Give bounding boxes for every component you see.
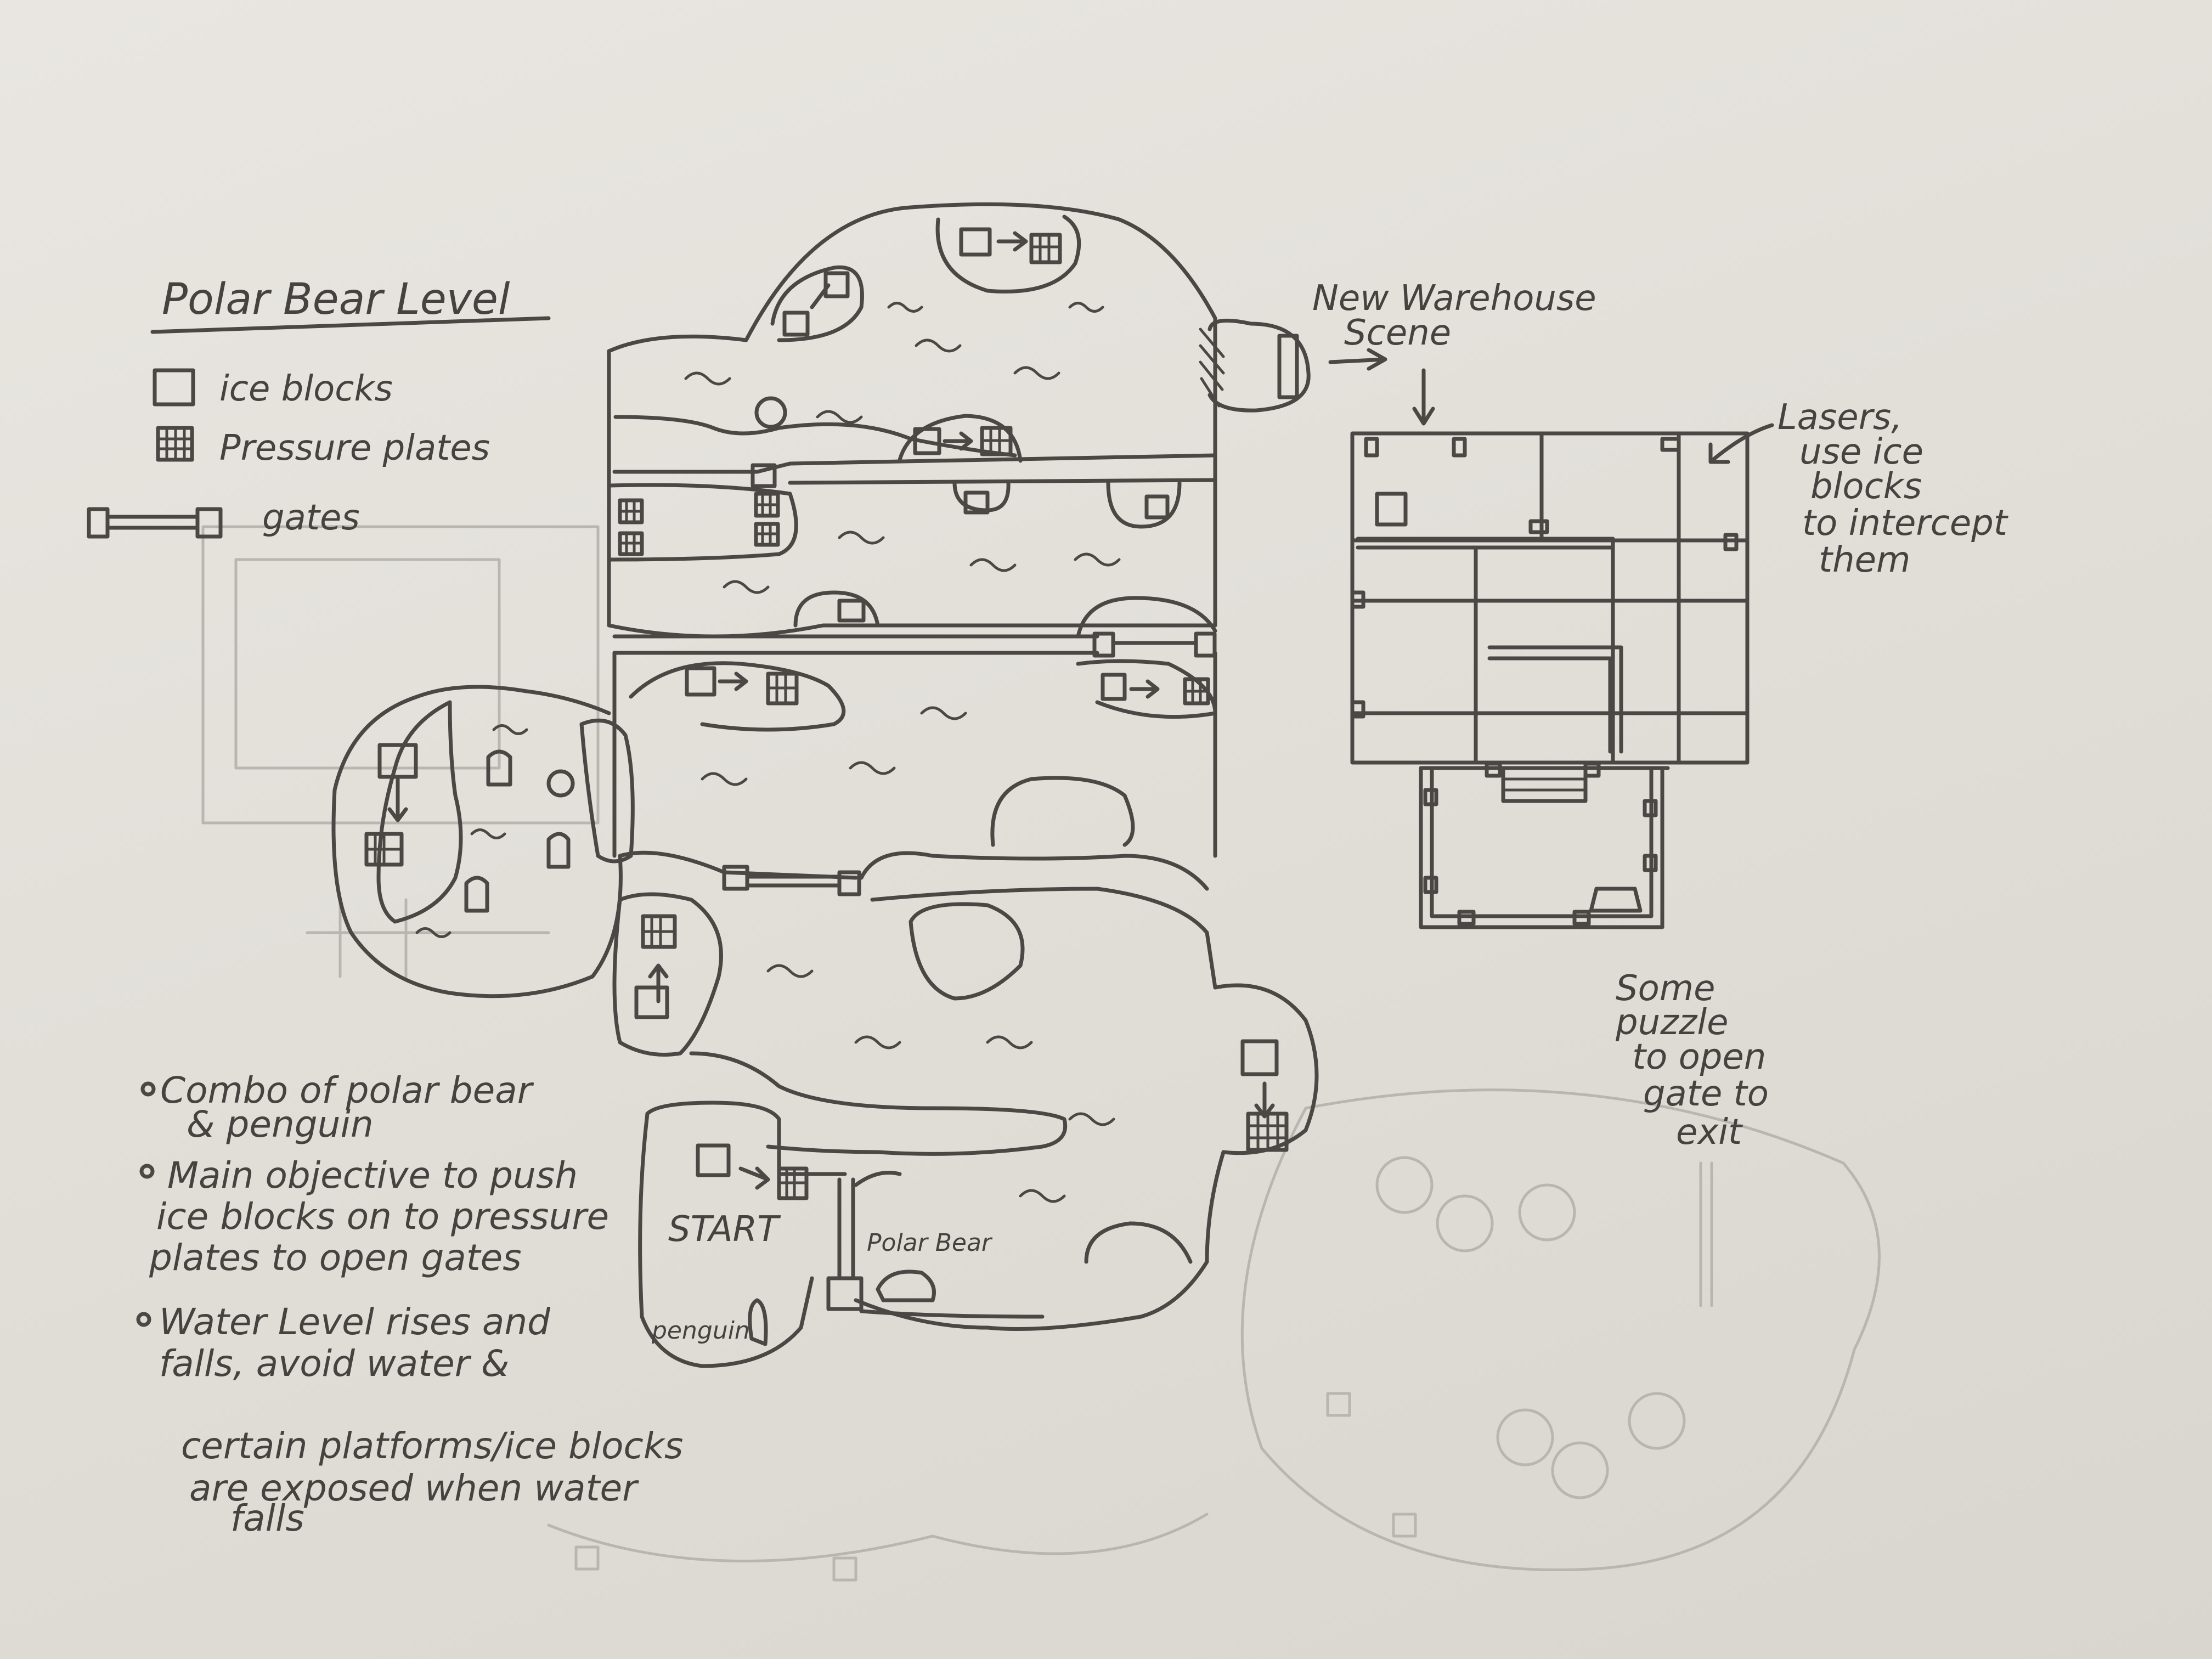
svg-text:to open: to open bbox=[1632, 1037, 1766, 1077]
start-label: START bbox=[668, 1209, 781, 1250]
svg-text:certain platforms/ice blocks: certain platforms/ice blocks bbox=[181, 1425, 683, 1467]
svg-text:Lasers,: Lasers, bbox=[1778, 397, 1903, 438]
svg-text:gate to: gate to bbox=[1643, 1074, 1769, 1114]
design-notes: Combo of polar bear & penguin Main objec… bbox=[136, 1069, 683, 1539]
pressure-plate-icon bbox=[156, 426, 194, 462]
svg-text:falls, avoid water &: falls, avoid water & bbox=[159, 1342, 509, 1385]
svg-text:Polar Bear Level: Polar Bear Level bbox=[162, 275, 510, 324]
legend-gates: gates bbox=[262, 498, 360, 538]
svg-text:them: them bbox=[1819, 540, 1910, 580]
svg-text:ice blocks on to pressure: ice blocks on to pressure bbox=[156, 1195, 609, 1238]
penguin-label: penguin bbox=[651, 1317, 750, 1345]
arrow-right-icon bbox=[1328, 348, 1387, 371]
svg-text:exit: exit bbox=[1676, 1112, 1743, 1153]
water-waves bbox=[415, 302, 1121, 1203]
svg-text:puzzle: puzzle bbox=[1615, 1002, 1729, 1043]
svg-text:& penguin: & penguin bbox=[187, 1103, 374, 1146]
svg-text:use ice: use ice bbox=[1799, 432, 1923, 472]
puzzle-note: Some puzzle to open gate to exit bbox=[1615, 968, 1769, 1153]
polar-bear-icon bbox=[876, 1269, 936, 1302]
warehouse-label: New Warehouse Scene bbox=[1312, 278, 1596, 426]
svg-text:to intercept: to intercept bbox=[1802, 503, 2009, 544]
svg-text:falls: falls bbox=[230, 1497, 304, 1539]
page-title: Polar Bear Level bbox=[150, 275, 551, 334]
svg-text:plates to open gates: plates to open gates bbox=[149, 1237, 522, 1279]
svg-text:New Warehouse: New Warehouse bbox=[1312, 278, 1596, 319]
svg-text:Main objective to push: Main objective to push bbox=[167, 1154, 578, 1197]
legend-ice-blocks: ice blocks bbox=[219, 369, 393, 409]
penguin-icon bbox=[748, 1298, 768, 1346]
svg-text:blocks: blocks bbox=[1810, 466, 1922, 507]
legend-pressure-plates: Pressure plates bbox=[219, 428, 490, 469]
arrow-down-icon bbox=[1412, 368, 1435, 426]
legend: ice blocks Pressure plates gates bbox=[87, 368, 490, 539]
gate-icon bbox=[87, 507, 223, 539]
lasers-note: Lasers, use ice blocks to intercept them bbox=[1708, 397, 2009, 580]
svg-text:are exposed when water: are exposed when water bbox=[189, 1467, 639, 1509]
arrow-icon bbox=[1708, 423, 1774, 464]
svg-text:Water Level rises and: Water Level rises and bbox=[159, 1301, 551, 1343]
level-map: START penguin Polar Bear bbox=[331, 202, 1319, 1368]
svg-text:Scene: Scene bbox=[1344, 313, 1451, 353]
polar-bear-label: Polar Bear bbox=[867, 1229, 993, 1257]
svg-text:Some: Some bbox=[1616, 968, 1716, 1009]
bleed-through-sketch bbox=[201, 525, 1881, 1582]
ice-block-icon bbox=[153, 368, 195, 407]
warehouse-floorplan bbox=[1350, 431, 1750, 929]
svg-text:Combo of polar bear: Combo of polar bear bbox=[160, 1069, 534, 1111]
